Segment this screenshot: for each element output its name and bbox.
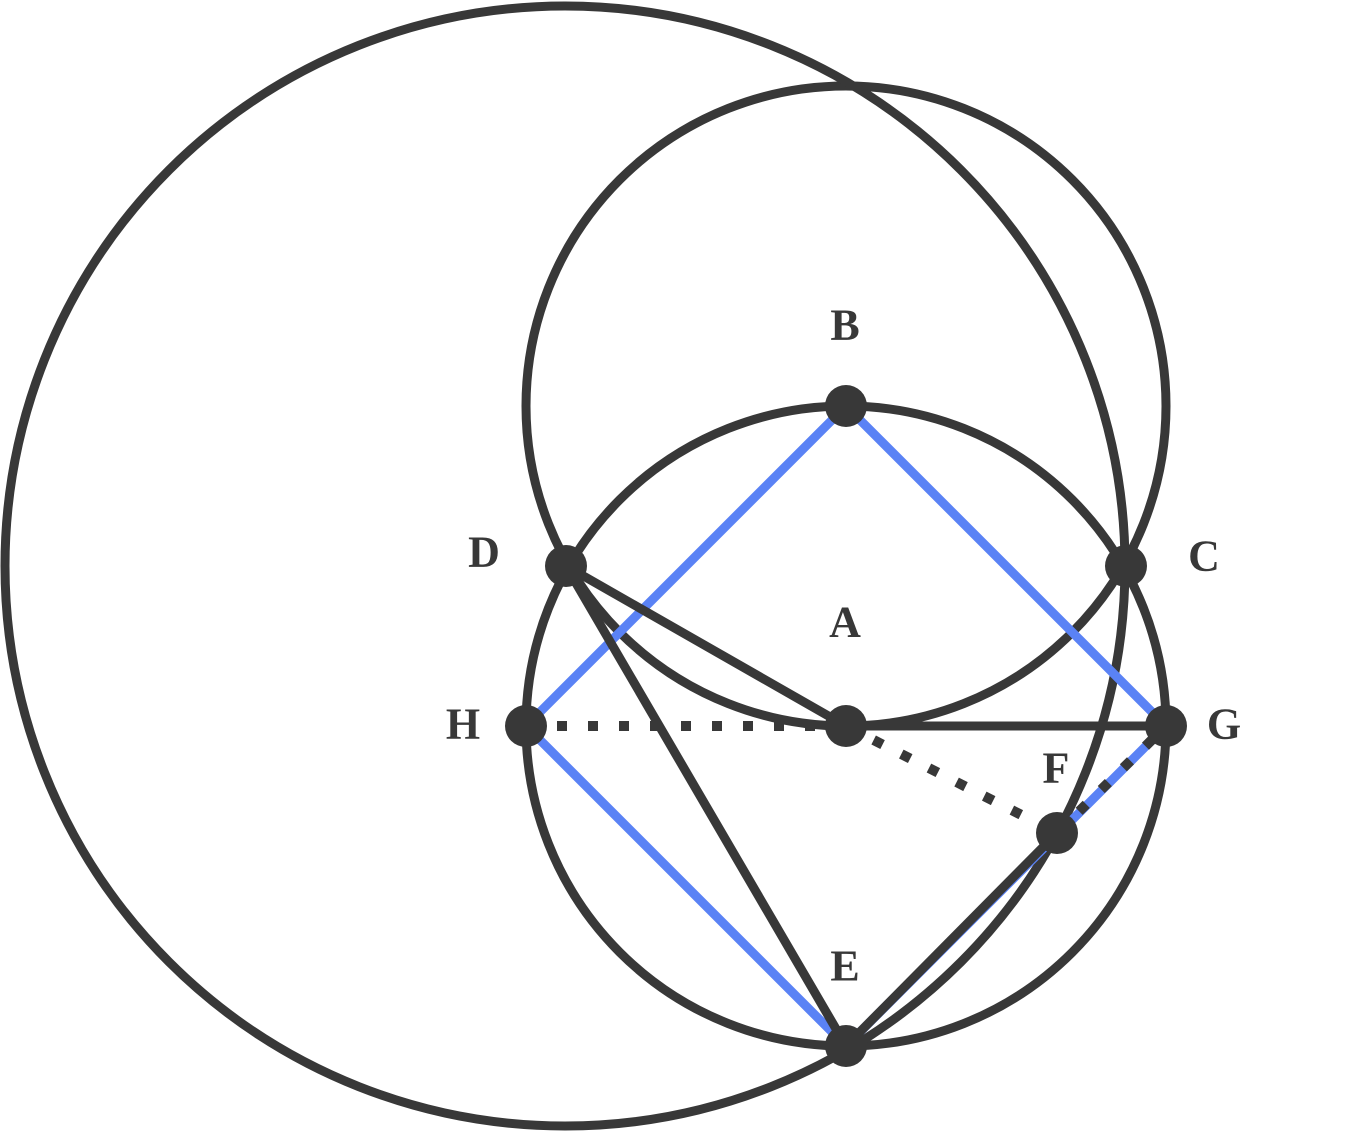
dotted-AF: [843, 721, 1060, 838]
point-C: [1105, 545, 1147, 587]
points-layer: [505, 385, 1187, 1067]
solid-segments-layer: [562, 562, 1166, 1050]
label-F: F: [1043, 744, 1070, 793]
point-F: [1036, 812, 1078, 854]
label-C: C: [1188, 532, 1220, 581]
label-H: H: [446, 700, 480, 749]
label-E: E: [830, 942, 859, 991]
segment-DA: [563, 562, 849, 730]
point-D: [545, 545, 587, 587]
point-E: [825, 1025, 867, 1067]
point-A: [825, 705, 867, 747]
point-G: [1145, 705, 1187, 747]
label-A: A: [829, 598, 861, 647]
dotted-segments-layer: [526, 721, 1170, 838]
labels-layer: A B C D E F G H: [446, 301, 1241, 991]
segment-EF: [842, 829, 1061, 1050]
segment-DE: [562, 563, 850, 1049]
segment-HE: [522, 722, 850, 1050]
dotted-FG: [1053, 722, 1170, 837]
point-B: [825, 385, 867, 427]
label-B: B: [830, 301, 859, 350]
segment-BG: [842, 402, 1170, 730]
segment-BH: [522, 402, 850, 730]
blue-segments-layer: [522, 402, 1170, 1050]
label-G: G: [1207, 700, 1241, 749]
label-D: D: [468, 528, 500, 577]
point-H: [505, 705, 547, 747]
